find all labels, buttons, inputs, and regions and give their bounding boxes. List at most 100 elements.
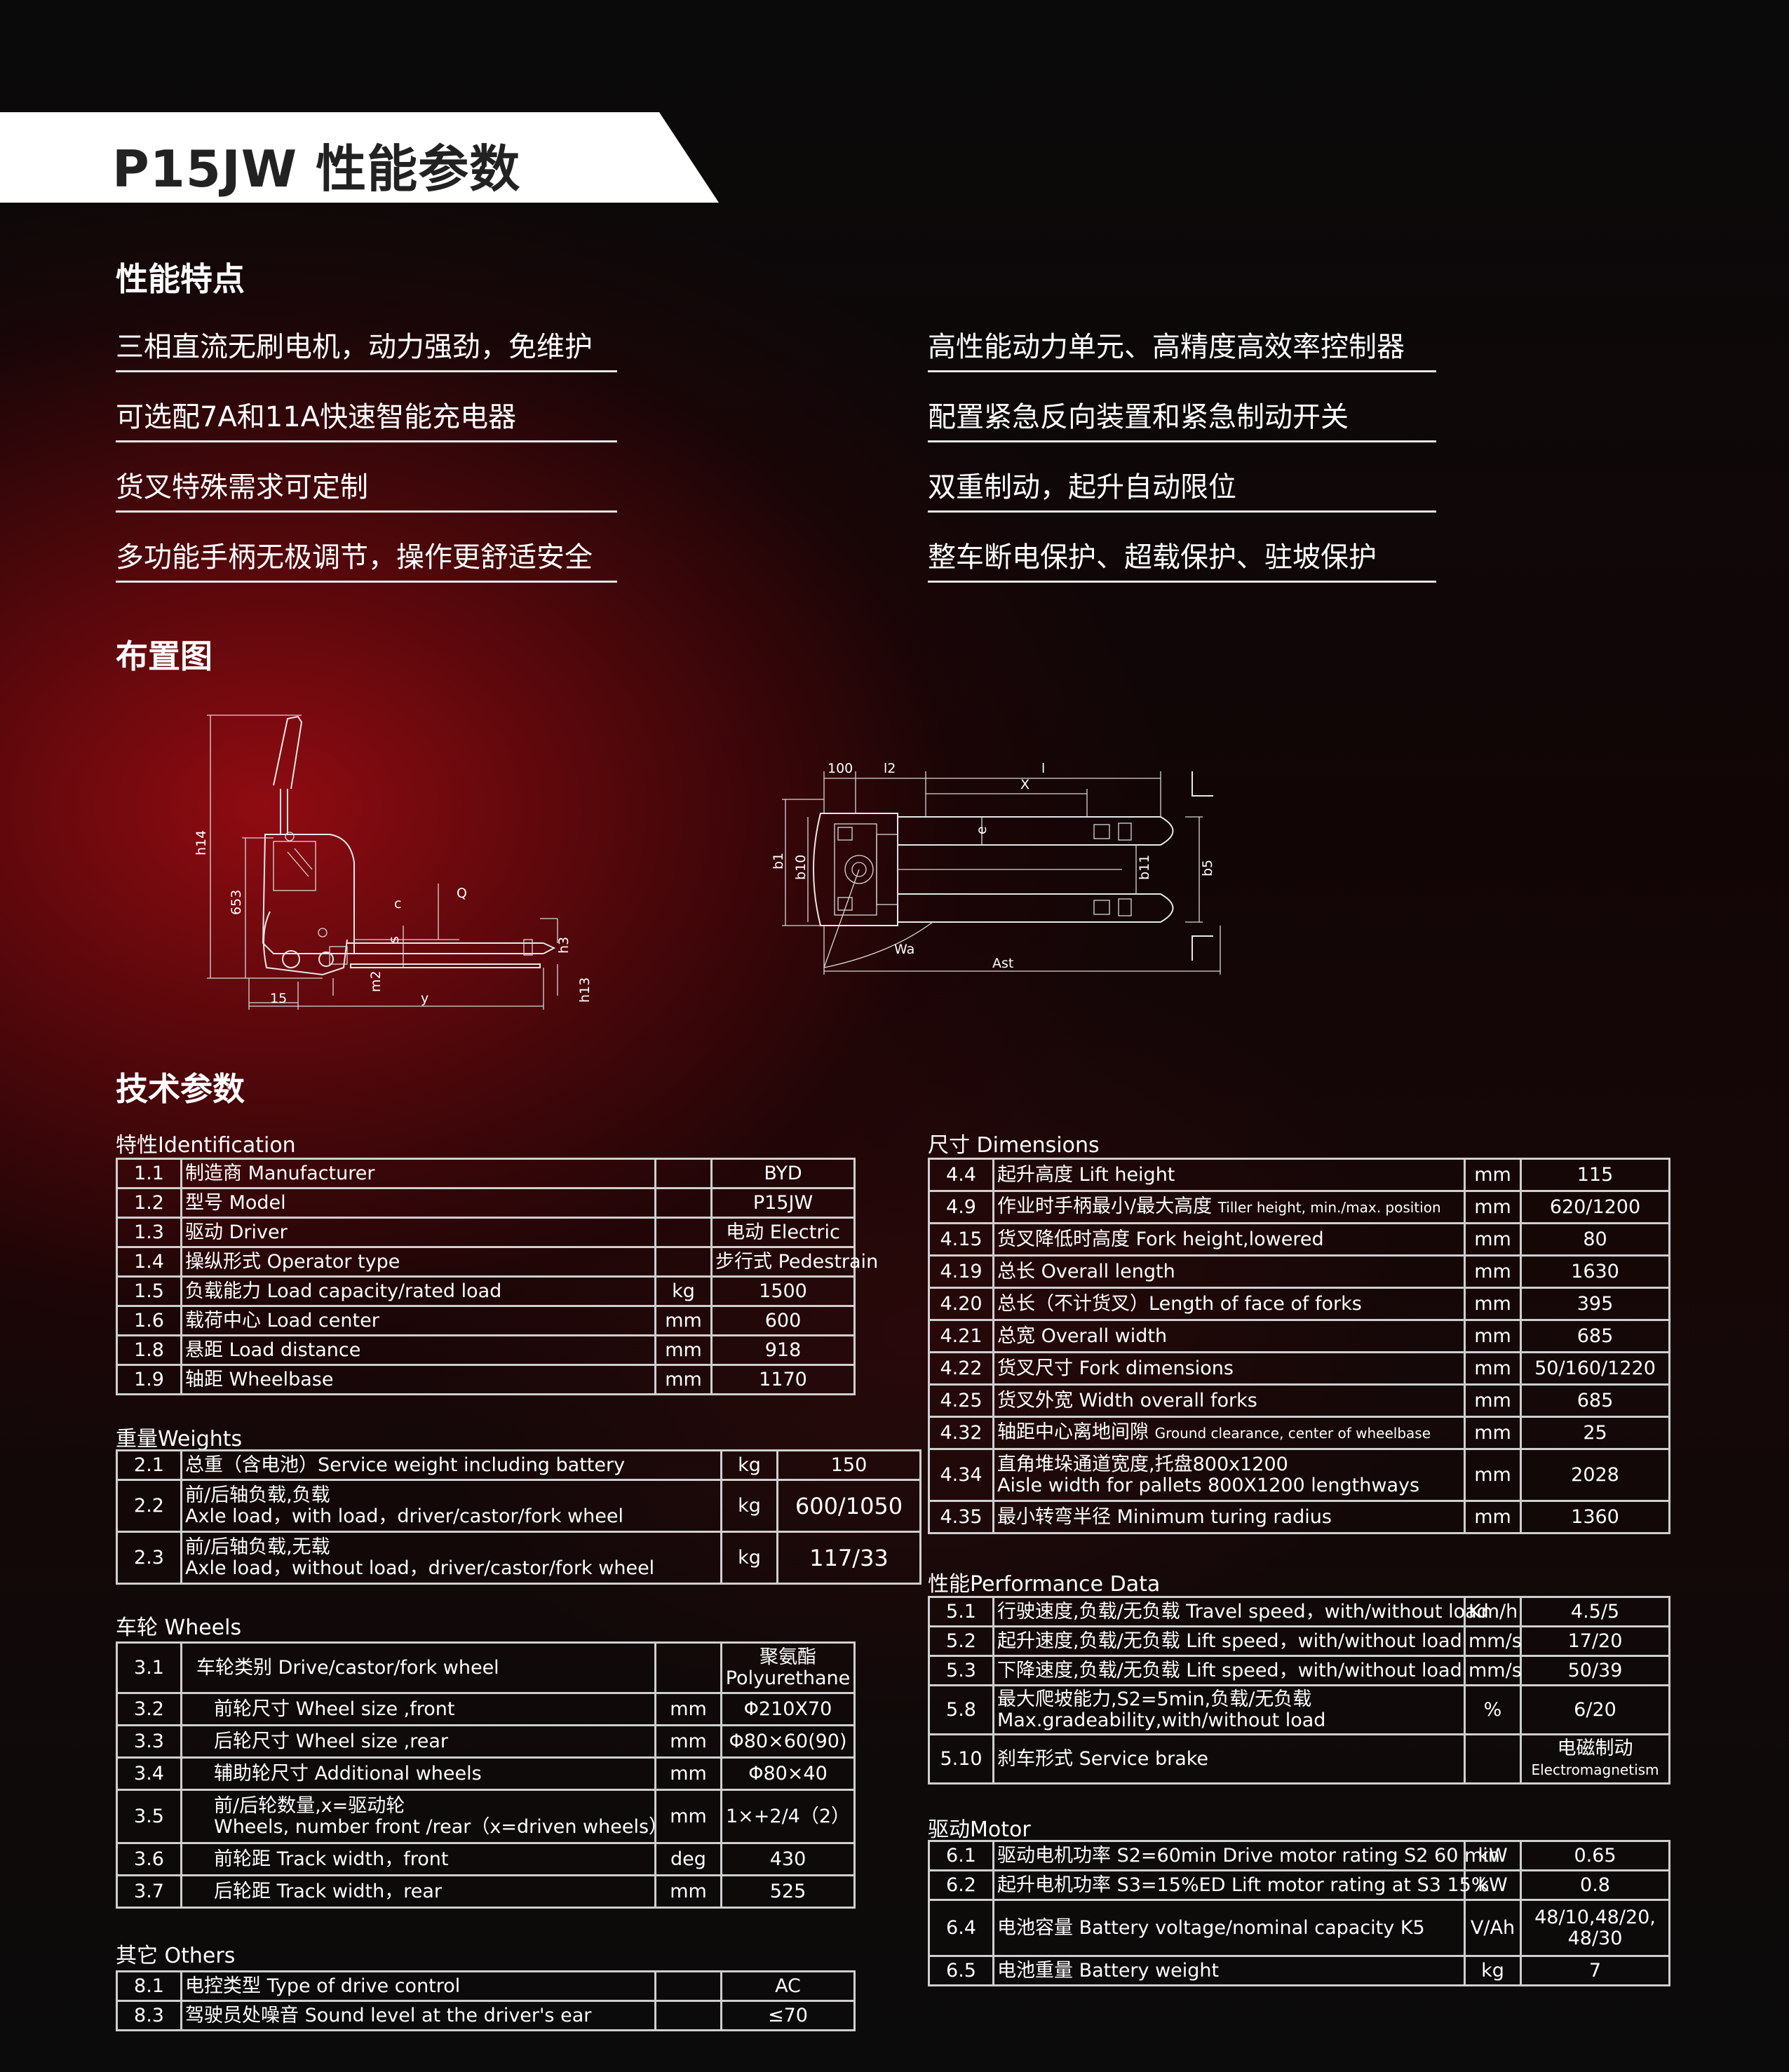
dim-label: y <box>421 991 428 1006</box>
row-desc: 后轮尺寸 Wheel size ,rear <box>180 1724 656 1759</box>
row-desc: 货叉降低时高度 Fork height,lowered <box>992 1222 1466 1257</box>
row-number: 4.21 <box>928 1319 994 1353</box>
row-desc-en: Wheels, number front /rear（x=driven whee… <box>214 1815 668 1838</box>
dim-label: l2 <box>884 761 896 776</box>
row-desc-en: Axle load，without load，driver/castor/for… <box>185 1557 655 1579</box>
row-value: 1500 <box>710 1275 856 1307</box>
row-number: 2.1 <box>116 1449 182 1481</box>
row-value: 620/1200 <box>1520 1190 1670 1224</box>
row-desc: 车轮类别 Drive/castor/fork wheel <box>180 1641 656 1694</box>
row-number: 3.7 <box>116 1874 182 1909</box>
dim-label: c <box>394 896 401 912</box>
row-value: 步行式 Pedestrain <box>710 1246 878 1278</box>
feature-item: 高性能动力单元、高精度高效率控制器 <box>928 324 1436 372</box>
dim-label: b1 <box>771 853 786 869</box>
dim-label: s <box>386 936 402 943</box>
row-number: 8.1 <box>116 1970 182 2002</box>
row-unit <box>1464 1733 1522 1785</box>
row-unit: % <box>1464 1684 1522 1735</box>
layout-heading: 布置图 <box>116 637 212 675</box>
row-value: Φ80×40 <box>720 1756 856 1791</box>
row-number: 6.4 <box>928 1899 994 1957</box>
dim-label: X <box>1020 777 1029 792</box>
dim-label: Wa <box>894 942 914 957</box>
side-view-drawing: h14 653 c Q s h3 m2 h13 15 y <box>194 715 593 1010</box>
row-desc: 最小转弯半径 Minimum turing radius <box>992 1500 1466 1534</box>
row-desc-cell: 轴距中心离地间隙 Ground clearance, center of whe… <box>992 1416 1466 1450</box>
row-number: 6.5 <box>928 1955 994 1986</box>
row-unit: V/Ah <box>1464 1899 1522 1957</box>
dim-label: 15 <box>270 991 287 1006</box>
row-unit: mm <box>654 1692 722 1726</box>
row-desc: 负载能力 Load capacity/rated load <box>180 1275 656 1307</box>
row-desc: 货叉外宽 Width overall forks <box>992 1383 1466 1418</box>
page-title: P15JW 性能参数 <box>112 140 521 198</box>
row-number: 4.32 <box>928 1416 994 1450</box>
row-desc-en: Tiller height, min./max. position <box>1217 1199 1441 1216</box>
row-number: 4.22 <box>928 1351 994 1386</box>
row-unit: mm <box>1464 1287 1522 1321</box>
dim-label: h3 <box>556 937 572 954</box>
row-desc: 直角堆垛通道宽度,托盘800x1200 <box>997 1453 1288 1475</box>
dim-label: 653 <box>229 890 244 915</box>
row-number: 1.2 <box>116 1187 182 1219</box>
row-number: 1.4 <box>116 1246 182 1278</box>
row-number: 4.9 <box>928 1190 994 1224</box>
row-unit <box>654 1217 713 1248</box>
row-unit: mm <box>1464 1158 1522 1192</box>
row-unit: kW <box>1464 1840 1522 1871</box>
row-value: 电动 Electric <box>710 1217 856 1248</box>
feature-item: 多功能手柄无极调节，操作更舒适安全 <box>116 534 617 583</box>
row-value: ≤70 <box>720 2000 856 2031</box>
dim-label: h13 <box>577 977 593 1003</box>
row-value: 2028 <box>1520 1448 1670 1502</box>
row-value: 聚氨酯 <box>760 1646 816 1668</box>
row-value: 7 <box>1520 1955 1670 1986</box>
feature-item: 整车断电保护、超载保护、驻坡保护 <box>928 534 1436 583</box>
row-value: 17/20 <box>1520 1625 1670 1657</box>
row-desc: 总长（不计货叉）Length of face of forks <box>992 1287 1466 1321</box>
row-unit: mm <box>654 1874 722 1909</box>
row-value: AC <box>720 1970 856 2002</box>
dim-label: Q <box>457 886 467 901</box>
dim-label: e <box>974 826 990 834</box>
row-desc: 下降速度,负载/无负载 Lift speed，with/without load <box>992 1655 1466 1686</box>
row-value: 80 <box>1520 1222 1670 1257</box>
row-desc: 最大爬坡能力,S2=5min,负载/无负载 <box>997 1688 1312 1710</box>
row-value: 115 <box>1520 1158 1670 1192</box>
row-number: 4.25 <box>928 1383 994 1418</box>
row-value: 918 <box>710 1334 856 1366</box>
row-unit: kg <box>654 1275 713 1307</box>
wheels-caption: 车轮 Wheels <box>116 1616 242 1640</box>
row-number: 2.2 <box>116 1479 182 1533</box>
row-desc: 前轮距 Track width，front <box>180 1842 656 1876</box>
row-value: P15JW <box>710 1187 856 1219</box>
row-desc: 起升电机功率 S3=15%ED Lift motor rating at S3 … <box>992 1869 1490 1901</box>
row-value: 1630 <box>1520 1254 1670 1289</box>
row-number: 1.3 <box>116 1217 182 1248</box>
row-unit: mm <box>1464 1500 1522 1534</box>
weights-caption: 重量Weights <box>116 1427 243 1451</box>
row-number: 3.1 <box>116 1641 182 1694</box>
row-number: 5.2 <box>928 1625 994 1657</box>
